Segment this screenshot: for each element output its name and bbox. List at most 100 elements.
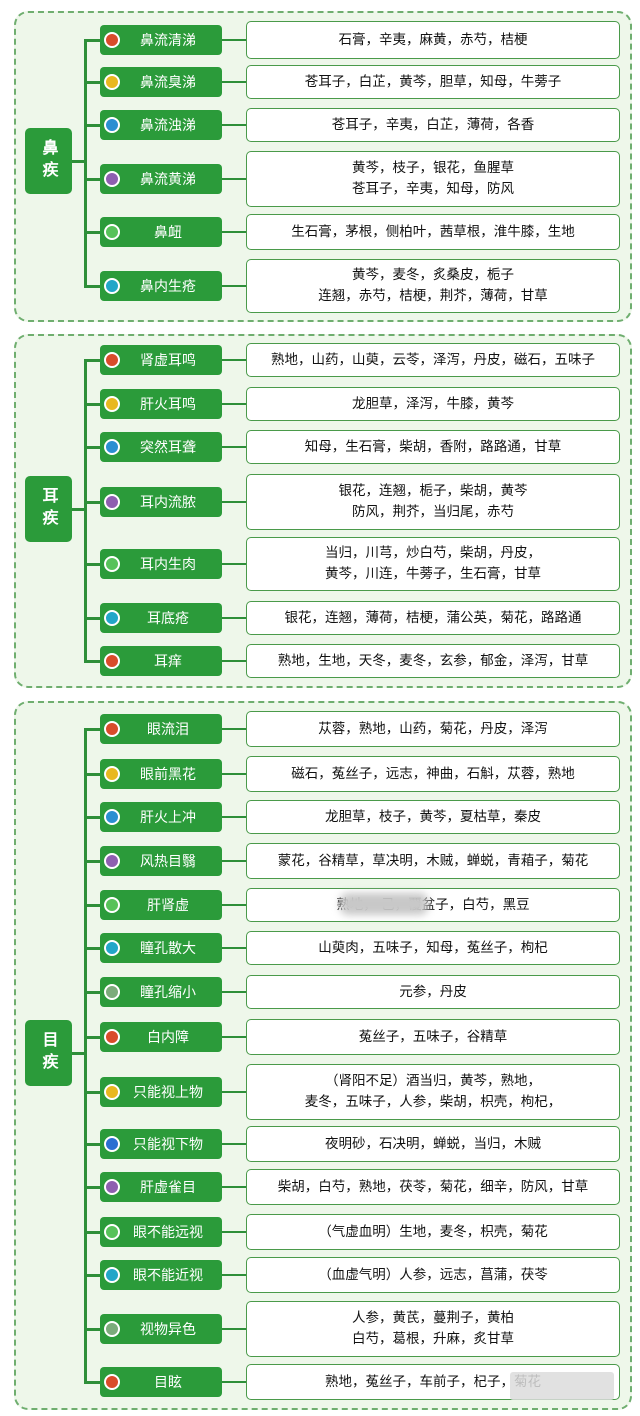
herb-list-line: 麦冬，五味子，人参，柴胡，枳壳，枸杞，	[304, 1094, 562, 1110]
herb-list-line: 黄芩，川连，牛蒡子，生石膏，甘草	[325, 566, 541, 582]
symptom-row: 鼻流臭涕苍耳子，白芷，黄芩，胆草，知母，牛蒡子	[0, 65, 640, 99]
herb-list-line: 龙胆草，枝子，黄芩，夏枯草，秦皮	[325, 808, 541, 825]
watermark	[510, 1372, 614, 1400]
symptom-label: 眼前黑花	[140, 767, 196, 783]
symptom-node: 风热目翳	[100, 846, 222, 876]
leaf-connector	[222, 947, 246, 949]
symptom-label: 鼻流清涕	[140, 33, 196, 49]
symptom-row: 耳内流脓银花，连翘，栀子，柴胡，黄芩防风，荆芥，当归尾，赤芍	[0, 474, 640, 530]
branch-connector	[84, 81, 100, 84]
herb-list-line: 苍耳子，白芷，黄芩，胆草，知母，牛蒡子	[304, 73, 562, 90]
leaf-connector	[222, 178, 246, 180]
herb-list-line: 山萸肉，五味子，知母，菟丝子，枸杞	[318, 939, 548, 956]
leaf-connector	[222, 1186, 246, 1188]
herb-list-box: 元参，丹皮	[246, 975, 620, 1009]
bullet-dot-icon	[104, 853, 120, 869]
symptom-node: 眼不能远视	[100, 1217, 222, 1247]
bullet-dot-icon	[104, 352, 120, 368]
category-connector	[72, 160, 86, 163]
symptom-label: 肝肾虚	[147, 898, 189, 914]
herb-list-box: 熟地，山药，山萸，云苓，泽泻，丹皮，磁石，五味子	[246, 343, 620, 377]
herb-list-box: 龙胆草，泽泻，牛膝，黄芩	[246, 387, 620, 421]
bullet-dot-icon	[104, 494, 120, 510]
herb-list-line: 柴胡，白芍，熟地，茯苓，菊花，细辛，防风，甘草	[277, 1178, 589, 1195]
herb-list-line: 元参，丹皮	[399, 983, 467, 1000]
herb-list-box: 熟地，生地，天冬，麦冬，玄参，郁金，泽泻，甘草	[246, 644, 620, 678]
leaf-connector	[222, 81, 246, 83]
branch-connector	[84, 39, 100, 42]
bullet-dot-icon	[104, 32, 120, 48]
herb-list-box: 银花，连翘，薄荷，桔梗，蒲公英，菊花，路路通	[246, 601, 620, 635]
leaf-connector	[222, 1381, 246, 1383]
tree-trunk-line	[84, 40, 87, 288]
symptom-label: 眼不能远视	[133, 1225, 203, 1241]
herb-list-box: 菟丝子，五味子，谷精草	[246, 1019, 620, 1055]
herb-list-line: 夜明砂，石决明，蝉蜕，当归，木贼	[325, 1135, 541, 1152]
branch-connector	[84, 403, 100, 406]
branch-connector	[84, 1381, 100, 1384]
symptom-row: 突然耳聋知母，生石膏，柴胡，香附，路路通，甘草	[0, 430, 640, 464]
symptom-node: 鼻流黄涕	[100, 164, 222, 194]
leaf-connector	[222, 563, 246, 565]
branch-connector	[84, 359, 100, 362]
branch-connector	[84, 178, 100, 181]
branch-connector	[84, 1186, 100, 1189]
branch-connector	[84, 1328, 100, 1331]
branch-connector	[84, 860, 100, 863]
branch-connector	[84, 1274, 100, 1277]
symptom-node: 只能视上物	[100, 1077, 222, 1107]
symptom-node: 眼前黑花	[100, 759, 222, 789]
herb-list-box: 知母，生石膏，柴胡，香附，路路通，甘草	[246, 430, 620, 464]
symptom-label: 目眩	[154, 1375, 182, 1391]
bullet-dot-icon	[104, 171, 120, 187]
bullet-dot-icon	[104, 556, 120, 572]
branch-connector	[84, 563, 100, 566]
symptom-label: 鼻流黄涕	[140, 172, 196, 188]
symptom-node: 肝虚雀目	[100, 1172, 222, 1202]
symptom-row: 鼻流黄涕黄芩，枝子，银花，鱼腥草苍耳子，辛夷，知母，防风	[0, 151, 640, 207]
symptom-label: 只能视下物	[133, 1137, 203, 1153]
bullet-dot-icon	[104, 1224, 120, 1240]
branch-connector	[84, 1143, 100, 1146]
symptom-label: 耳底疮	[147, 611, 189, 627]
symptom-node: 耳内生肉	[100, 549, 222, 579]
symptom-node: 瞳孔缩小	[100, 977, 222, 1007]
symptom-row: 耳底疮 银花，连翘，薄荷，桔梗，蒲公英，菊花，路路通	[0, 601, 640, 635]
herb-list-box: 人参，黄芪，蔓荆子，黄柏白芍，葛根，升麻，炙甘草	[246, 1301, 620, 1357]
branch-connector	[84, 728, 100, 731]
symptom-node: 视物异色	[100, 1314, 222, 1344]
leaf-connector	[222, 285, 246, 287]
symptom-label: 眼流泪	[147, 722, 189, 738]
symptom-node: 眼流泪	[100, 714, 222, 744]
branch-connector	[84, 1231, 100, 1234]
herb-list-line: 磁石，菟丝子，远志，神曲，石斛，苁蓉，熟地	[291, 765, 575, 782]
herb-list-box: 山萸肉，五味子，知母，菟丝子，枸杞	[246, 931, 620, 965]
category-connector	[72, 508, 86, 511]
branch-connector	[84, 904, 100, 907]
branch-connector	[84, 947, 100, 950]
leaf-connector	[222, 1143, 246, 1145]
symptom-row: 眼不能近视（血虚气明）人参，远志，菖蒲，茯苓	[0, 1257, 640, 1293]
symptom-label: 肝火上冲	[140, 810, 196, 826]
leaf-connector	[222, 1231, 246, 1233]
bullet-dot-icon	[104, 653, 120, 669]
symptom-node: 眼不能近视	[100, 1260, 222, 1290]
leaf-connector	[222, 39, 246, 41]
leaf-connector	[222, 773, 246, 775]
herb-list-line: 熟地，菟丝子，车前子，杞子，菊花	[325, 1373, 541, 1390]
symptom-row: 眼前黑花 磁石，菟丝子，远志，神曲，石斛，苁蓉，熟地	[0, 756, 640, 792]
herb-list-line: 苍耳子，辛夷，白芷，薄荷，各香	[331, 116, 535, 133]
herb-list-box: 黄芩，麦冬，炙桑皮，栀子连翘，赤芍，桔梗，荆芥，薄荷，甘草	[246, 259, 620, 313]
bullet-dot-icon	[104, 439, 120, 455]
symptom-label: 白内障	[147, 1030, 189, 1046]
leaf-connector	[222, 728, 246, 730]
branch-connector	[84, 816, 100, 819]
herb-list-line: 龙胆草，泽泻，牛膝，黄芩	[352, 395, 514, 412]
herb-list-line: 蒙花，谷精草，草决明，木贼，蝉蜕，青葙子，菊花	[277, 852, 589, 869]
bullet-dot-icon	[104, 766, 120, 782]
herb-list-line: 生石膏，茅根，侧柏叶，茜草根，淮牛膝，生地	[291, 223, 575, 240]
symptom-label: 肝虚雀目	[140, 1180, 196, 1196]
symptom-label: 耳痒	[154, 654, 182, 670]
herb-list-line: （气虚血明）生地，麦冬，枳壳，菊花	[318, 1223, 548, 1240]
bullet-dot-icon	[104, 1321, 120, 1337]
